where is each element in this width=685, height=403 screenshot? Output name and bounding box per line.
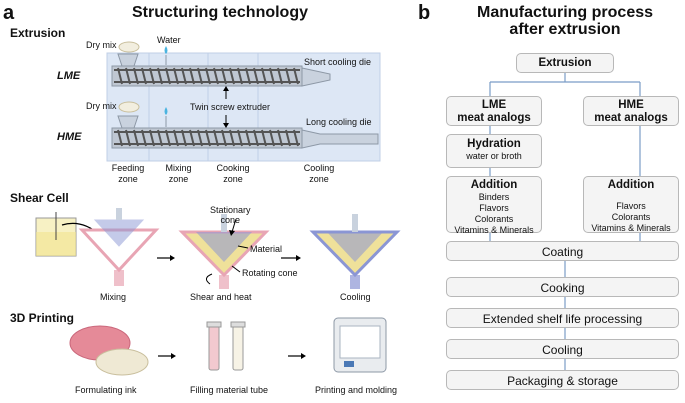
short-cooling-die <box>301 67 331 87</box>
lme-label: LME <box>57 70 81 82</box>
flow-connectors <box>489 72 641 370</box>
stationary-cone-label: Stationary cone <box>210 205 251 225</box>
shear-cell-heading: Shear Cell <box>10 191 69 205</box>
mixing-zone-label: Mixing zone <box>165 163 192 184</box>
printing-molding-label: Printing and molding <box>315 385 398 395</box>
cooling-zone-label: Cooling zone <box>303 163 335 184</box>
twin-screw-label: Twin screw extruder <box>190 102 271 112</box>
cooking-box: Cooking <box>446 277 679 297</box>
material-label: Material <box>250 244 283 254</box>
hme-hopper <box>117 115 139 129</box>
panel-b-letter: b <box>418 2 431 24</box>
panel-a-letter: a <box>3 2 15 24</box>
hme-label: HME <box>57 131 82 143</box>
hydration-box: Hydration water or broth <box>446 134 542 168</box>
dry-mix-label-lme: Dry mix <box>86 40 117 50</box>
lme-dry-mix-icon <box>118 41 140 53</box>
hme-screw <box>114 129 300 147</box>
long-cooling-die <box>301 129 379 149</box>
cooking-zone-label: Cooking zone <box>216 163 250 184</box>
lme-water-drop-icon <box>164 46 168 54</box>
cream-tube-icon <box>232 325 244 371</box>
feeding-zone-label: Feeding zone <box>111 163 145 184</box>
pink-tube-icon <box>208 325 220 371</box>
addition-hme-box: Addition Flavors Colorants Vitamins & Mi… <box>583 176 679 233</box>
extrusion-heading: Extrusion <box>10 26 66 40</box>
shear-heat-label: Shear and heat <box>190 292 252 302</box>
extrusion-box: Extrusion <box>516 53 614 73</box>
panel-b-title: Manufacturing process after extrusion <box>476 4 654 38</box>
cooling-box: Cooling <box>446 339 679 359</box>
lme-meat-analogs-box: LME meat analogs <box>446 96 542 126</box>
dry-mix-label-hme: Dry mix <box>86 101 117 111</box>
lme-hopper <box>117 53 139 67</box>
addition-lme-box: Addition Binders Flavors Colorants Vitam… <box>446 176 542 235</box>
long-cooling-die-label: Long cooling die <box>306 117 372 127</box>
printing-heading: 3D Printing <box>10 311 75 325</box>
packaging-box: Packaging & storage <box>446 370 679 390</box>
short-cooling-die-label: Short cooling die <box>304 57 372 67</box>
water-label: Water <box>157 35 181 45</box>
lme-screw <box>114 67 300 85</box>
hme-dry-mix-icon <box>118 101 140 113</box>
filling-tube-label: Filling material tube <box>190 385 269 395</box>
shear-mixing-label: Mixing <box>100 292 127 302</box>
coating-box: Coating <box>446 241 679 261</box>
shear-cooling-label: Cooling <box>340 292 371 302</box>
panel-a-title: Structuring technology <box>132 4 308 21</box>
cream-ink-icon <box>95 348 149 376</box>
hme-meat-analogs-box: HME meat analogs <box>583 96 679 126</box>
hme-water-drop-icon <box>164 107 168 115</box>
rotating-cone-label: Rotating cone <box>242 268 298 278</box>
formulating-ink-label: Formulating ink <box>75 385 137 395</box>
shelf-life-box: Extended shelf life processing <box>446 308 679 328</box>
